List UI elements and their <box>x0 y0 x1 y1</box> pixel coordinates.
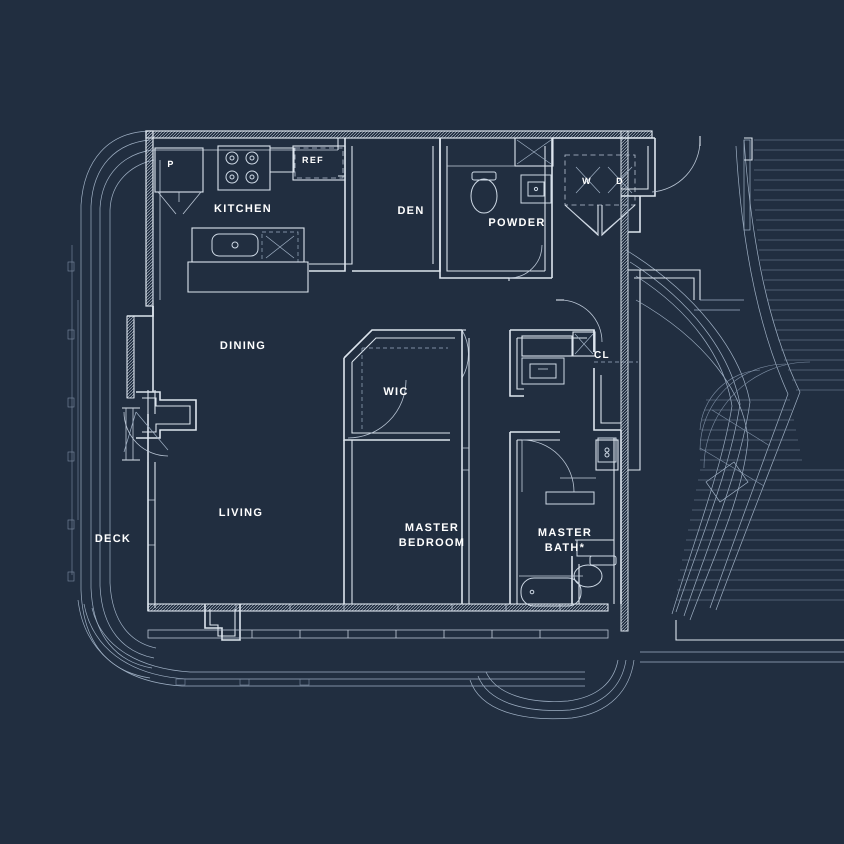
exterior-walls <box>126 130 653 641</box>
curved-stair <box>625 139 844 663</box>
lower-balcony-curve <box>469 659 635 720</box>
hall-vanity-closet <box>509 299 638 463</box>
master-bath <box>509 430 622 607</box>
walk-in-closet <box>343 329 469 441</box>
entry-vestibule <box>628 137 753 311</box>
deck-railing-curves <box>67 130 585 687</box>
misc-detail <box>152 160 629 300</box>
master-bedroom-walls <box>343 330 470 604</box>
entry-door <box>651 136 701 193</box>
kitchen-fixtures <box>153 137 346 293</box>
den-walls <box>309 138 441 272</box>
powder-room <box>439 137 554 281</box>
living-dining-walls <box>122 306 197 604</box>
laundry-closet <box>552 137 656 237</box>
